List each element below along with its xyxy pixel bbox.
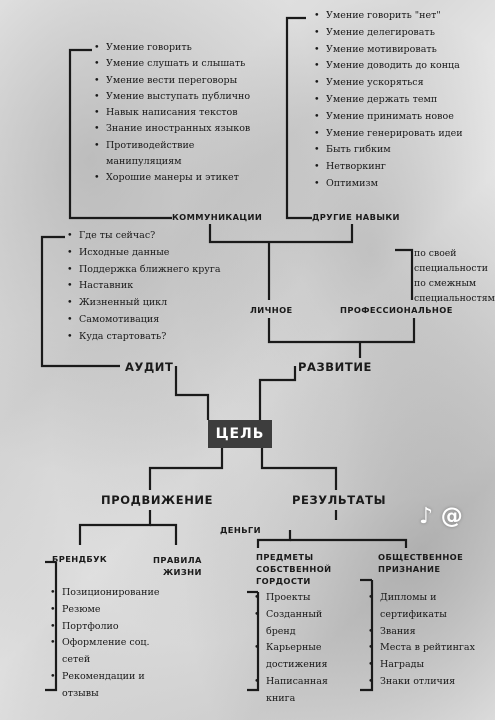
list-item: Умение ускоряться <box>312 75 492 92</box>
list-item: Умение вести переговоры <box>92 73 267 90</box>
title-line: ГОРДОСТИ <box>256 576 311 586</box>
promotion-title: ПРОДВИЖЕНИЕ <box>101 493 214 507</box>
list-item: Умение выступать публично <box>92 89 267 106</box>
list-item: Знание иностранных языков <box>92 121 267 138</box>
brandbook-title: БРЕНДБУК <box>52 554 108 564</box>
note-line: специальности <box>414 263 488 274</box>
list-item: Наставник <box>65 278 235 295</box>
list-item-text: Оформление соц. сетей <box>62 637 150 666</box>
results-title: РЕЗУЛЬТАТЫ <box>292 493 387 507</box>
tiktok-watermark-icon: ♪ @ <box>419 504 463 529</box>
list-item: Проекты <box>252 590 347 607</box>
other-skills-list: Умение говорить "нет" Умение делегироват… <box>312 8 492 193</box>
title-line: ПРИЗНАНИЕ <box>378 564 441 574</box>
list-item: Портфолио <box>48 619 173 636</box>
recognition-list: Дипломы и сертификаты Звания Места в рей… <box>366 590 494 691</box>
list-item: Умение принимать новое <box>312 109 492 126</box>
list-item: Созданный бренд <box>252 607 347 641</box>
brandbook-list: Позиционирование Резюме Портфолио Оформл… <box>48 585 173 703</box>
personal-title: ЛИЧНОЕ <box>250 305 293 315</box>
title-line: ПРЕДМЕТЫ <box>256 552 314 562</box>
list-item: Умение говорить <box>92 40 267 57</box>
list-item: Самомотивация <box>65 312 235 329</box>
goal-title: ЦЕЛЬ <box>208 420 272 448</box>
list-item: Резюме <box>48 602 173 619</box>
life-rules-title: ПРАВИЛА ЖИЗНИ <box>153 554 202 578</box>
list-item: Награды <box>366 657 494 674</box>
list-item-text: Дипломы и сертификаты <box>380 592 447 620</box>
list-item: Исходные данные <box>65 245 235 262</box>
note-line: специальностям <box>414 293 495 304</box>
list-item: Карьерные достижения <box>252 640 347 674</box>
list-item: Звания <box>366 624 494 641</box>
note-line: по смежным <box>414 278 477 289</box>
list-item: Умение слушать и слышать <box>92 56 267 73</box>
title-line: ОБЩЕСТВЕННОЕ <box>378 552 464 562</box>
list-item: Противодействие манипуляциям <box>92 138 267 171</box>
list-item: Где ты сейчас? <box>65 228 235 245</box>
list-item: Оформление соц. сетей <box>48 635 173 669</box>
recognition-title: ОБЩЕСТВЕННОЕ ПРИЗНАНИЕ <box>378 551 463 575</box>
list-item-text: Созданный бренд <box>266 608 323 637</box>
list-item: Рекомендации и отзывы <box>48 669 173 703</box>
list-item: Умение доводить до конца <box>312 58 492 75</box>
list-item: Умение держать темп <box>312 92 492 109</box>
list-item: Дипломы и сертификаты <box>366 590 494 624</box>
list-item: Написанная книга <box>252 674 347 708</box>
list-item-text: Рекомендации и отзывы <box>62 670 145 699</box>
list-item: Умение генерировать идеи <box>312 126 492 143</box>
list-item: Нетворкинг <box>312 159 492 176</box>
list-item: Позиционирование <box>48 585 173 602</box>
list-item: Знаки отличия <box>366 674 494 691</box>
list-item: Хорошие манеры и этикет <box>92 170 267 187</box>
professional-title: ПРОФЕССИОНАЛЬНОЕ <box>340 305 453 315</box>
title-line: СОБСТВЕННОЙ <box>256 564 332 574</box>
development-title: РАЗВИТИЕ <box>298 360 373 374</box>
audit-title: АУДИТ <box>125 360 174 374</box>
list-item: Умение мотивировать <box>312 42 492 59</box>
communications-list: Умение говорить Умение слушать и слышать… <box>92 40 267 187</box>
note-line: по своей <box>414 248 457 259</box>
list-item: Места в рейтингах <box>366 640 494 657</box>
title-line: ЖИЗНИ <box>162 567 202 577</box>
own-work-list: Проекты Созданный бренд Карьерные достиж… <box>252 590 347 708</box>
list-item: Оптимизм <box>312 176 492 193</box>
list-item: Навык написания текстов <box>92 105 267 122</box>
communications-title: КОММУНИКАЦИИ <box>172 212 263 222</box>
list-item-text: Написанная книга <box>266 675 328 704</box>
title-line: ПРАВИЛА <box>153 555 202 565</box>
list-item: Куда стартовать? <box>65 329 235 346</box>
list-item: Поддержка ближнего круга <box>65 262 235 279</box>
list-item-text: Карьерные достижения <box>266 642 328 671</box>
professional-notes: по своей специальности по смежным специа… <box>414 246 495 306</box>
list-item: Умение говорить "нет" <box>312 8 492 25</box>
own-work-title: ПРЕДМЕТЫ СОБСТВЕННОЙ ГОРДОСТИ <box>256 551 332 587</box>
list-item: Умение делегировать <box>312 25 492 42</box>
audit-list: Где ты сейчас? Исходные данные Поддержка… <box>65 228 235 346</box>
money-title: ДЕНЬГИ <box>220 525 261 535</box>
other-skills-title: ДРУГИЕ НАВЫКИ <box>312 212 400 222</box>
list-item-text: Противодействие манипуляциям <box>106 139 195 168</box>
list-item: Жизненный цикл <box>65 295 235 312</box>
list-item: Быть гибким <box>312 142 492 159</box>
